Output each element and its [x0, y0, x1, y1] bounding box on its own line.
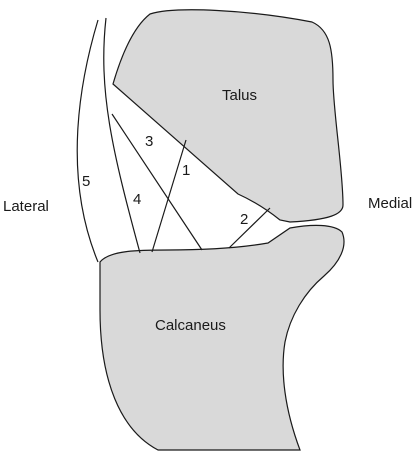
calcaneus-label: Calcaneus: [155, 317, 226, 334]
ligament-1-label: 1: [182, 162, 190, 179]
ligament-5-line: [76, 19, 99, 263]
ligament-1-line: [151, 139, 187, 253]
ligament-2-line: [228, 207, 271, 249]
lateral-label: Lateral: [3, 198, 49, 215]
medial-label: Medial: [368, 195, 412, 212]
ligament-3-line: [111, 113, 203, 251]
ligament-2-label: 2: [240, 211, 248, 228]
talus-label: Talus: [222, 87, 257, 104]
ligament-4-label: 4: [133, 191, 141, 208]
ligament-3-label: 3: [145, 133, 153, 150]
ligament-5-label: 5: [82, 173, 90, 190]
calcaneus-bone: [99, 224, 345, 451]
talus-bone: [112, 9, 344, 223]
ligament-5-line-inner: [103, 17, 141, 254]
